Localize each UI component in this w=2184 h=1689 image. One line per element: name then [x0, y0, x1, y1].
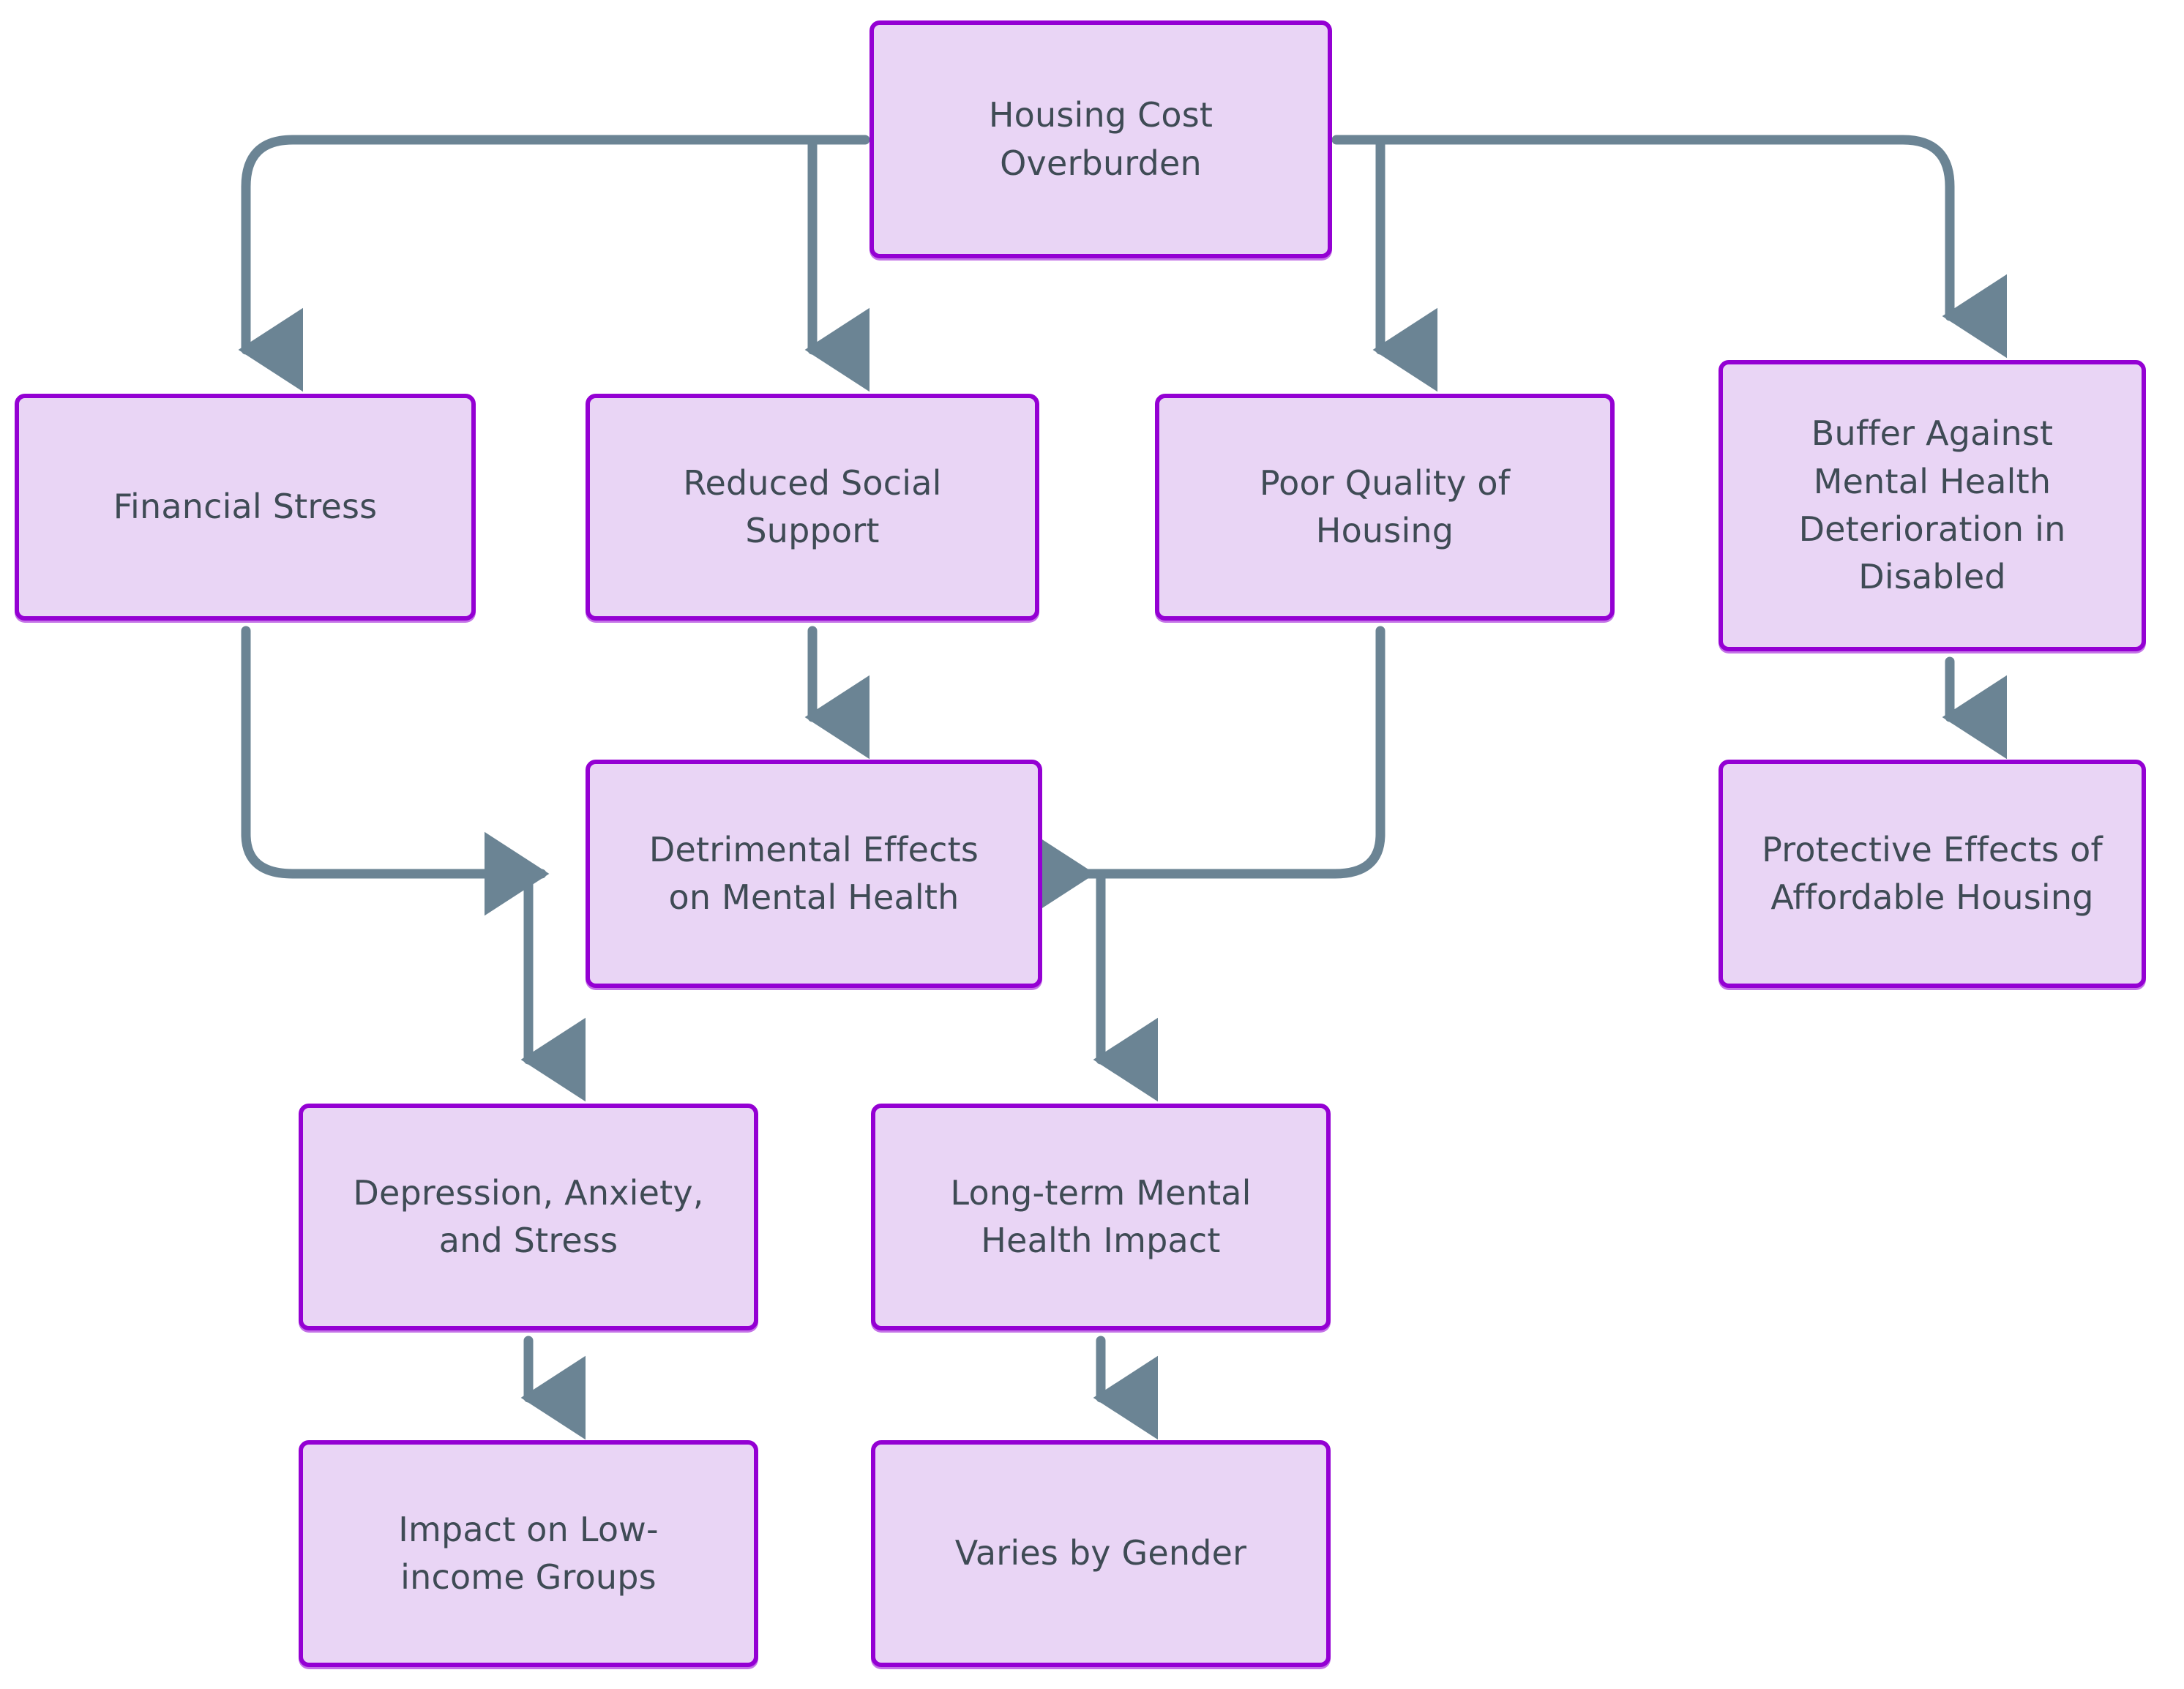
node-label: Detrimental Effects on Mental Health — [648, 829, 979, 917]
edge-financial-stress-to-detrimental — [241, 626, 550, 916]
node-label: Impact on Low- income Groups — [398, 1509, 659, 1597]
node-poor-quality-of-housing[interactable]: Poor Quality of Housing — [1155, 394, 1615, 621]
node-label: Buffer Against Mental Health Deteriorati… — [1798, 413, 2066, 597]
node-financial-stress[interactable]: Financial Stress — [15, 394, 476, 621]
node-label: Protective Effects of Affordable Housing — [1762, 829, 2103, 917]
node-label: Housing Cost Overburden — [988, 95, 1213, 183]
edge-poor-quality-housing-to-detrimental — [1030, 626, 1385, 916]
node-protective-effects-of-affordable-housing[interactable]: Protective Effects of Affordable Housing — [1719, 760, 2146, 988]
node-housing-cost-overburden[interactable]: Housing Cost Overburden — [870, 20, 1332, 258]
node-detrimental-effects-on-mental-health[interactable]: Detrimental Effects on Mental Health — [586, 760, 1042, 988]
node-label: Financial Stress — [113, 487, 378, 527]
node-label: Depression, Anxiety, and Stress — [353, 1172, 704, 1260]
node-varies-by-gender[interactable]: Varies by Gender — [871, 1440, 1331, 1667]
node-depression-anxiety-and-stress[interactable]: Depression, Anxiety, and Stress — [299, 1104, 758, 1330]
edge-overburden-to-financial-stress — [238, 135, 870, 392]
node-label: Long-term Mental Health Impact — [950, 1172, 1252, 1260]
node-label: Varies by Gender — [954, 1533, 1247, 1573]
node-impact-on-low-income-groups[interactable]: Impact on Low- income Groups — [299, 1440, 758, 1667]
edge-overburden-to-buffer — [1331, 135, 2008, 359]
node-buffer-against-mental-health-deterioration-in-disabled[interactable]: Buffer Against Mental Health Deteriorati… — [1719, 360, 2146, 651]
node-label: Poor Quality of Housing — [1259, 462, 1511, 550]
node-reduced-social-support[interactable]: Reduced Social Support — [586, 394, 1039, 621]
node-label: Reduced Social Support — [683, 462, 942, 550]
node-long-term-mental-health-impact[interactable]: Long-term Mental Health Impact — [871, 1104, 1331, 1330]
